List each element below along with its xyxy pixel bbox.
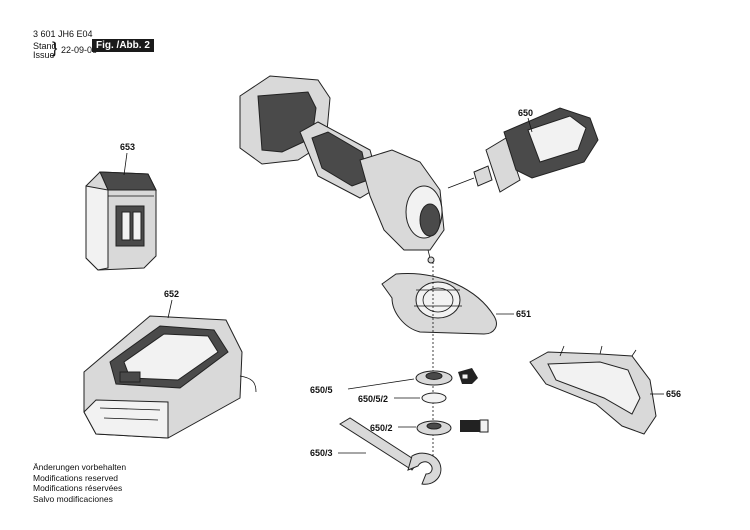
figure-badge: Fig. /Abb. 2: [92, 39, 154, 52]
part-label-650: 650: [518, 108, 533, 118]
part-label-656: 656: [666, 389, 681, 399]
note-fr: Modifications réservées: [33, 483, 123, 493]
part-label-653: 653: [120, 142, 135, 152]
note-es: Salvo modificaciones: [33, 493, 113, 504]
issue-label: Issue: [33, 50, 55, 60]
leader-line-653: [123, 152, 128, 176]
part-label-652: 652: [164, 289, 179, 299]
wheel-guard-icon: [381, 272, 497, 335]
note-de: Änderungen vorbehalten: [33, 462, 127, 472]
leader-line-650-5: [347, 378, 415, 390]
leader-line-650: [527, 117, 533, 133]
brace-icon: }: [52, 40, 58, 57]
battery-pack-icon: [85, 171, 157, 271]
note-en: Modifications reserved: [33, 472, 119, 483]
pin-spanner-icon: [339, 417, 442, 485]
part-label-650-2: 650/2: [370, 423, 393, 433]
issue-date: 22-09-06: [61, 45, 98, 55]
cutting-guard-icon: [529, 345, 657, 435]
o-ring-icon: [421, 392, 447, 404]
part-label-650-3: 650/3: [310, 448, 333, 458]
part-label-650-5-2: 650/5/2: [358, 394, 388, 404]
part-label-650-5: 650/5: [310, 385, 333, 395]
part-label-651: 651: [516, 309, 531, 319]
auxiliary-handle-icon: [447, 107, 599, 193]
doc-number: 3 601 JH6 E04: [33, 29, 93, 39]
charger-icon: [83, 315, 257, 439]
stand-label: Stand: [33, 41, 57, 51]
angle-grinder-icon: [239, 75, 445, 264]
clamping-nut-icon: [415, 368, 478, 386]
leader-line-652: [167, 299, 173, 319]
mounting-flange-icon: [416, 419, 489, 436]
modification-notes: Änderungen vorbehalten Modifications res…: [33, 462, 126, 504]
